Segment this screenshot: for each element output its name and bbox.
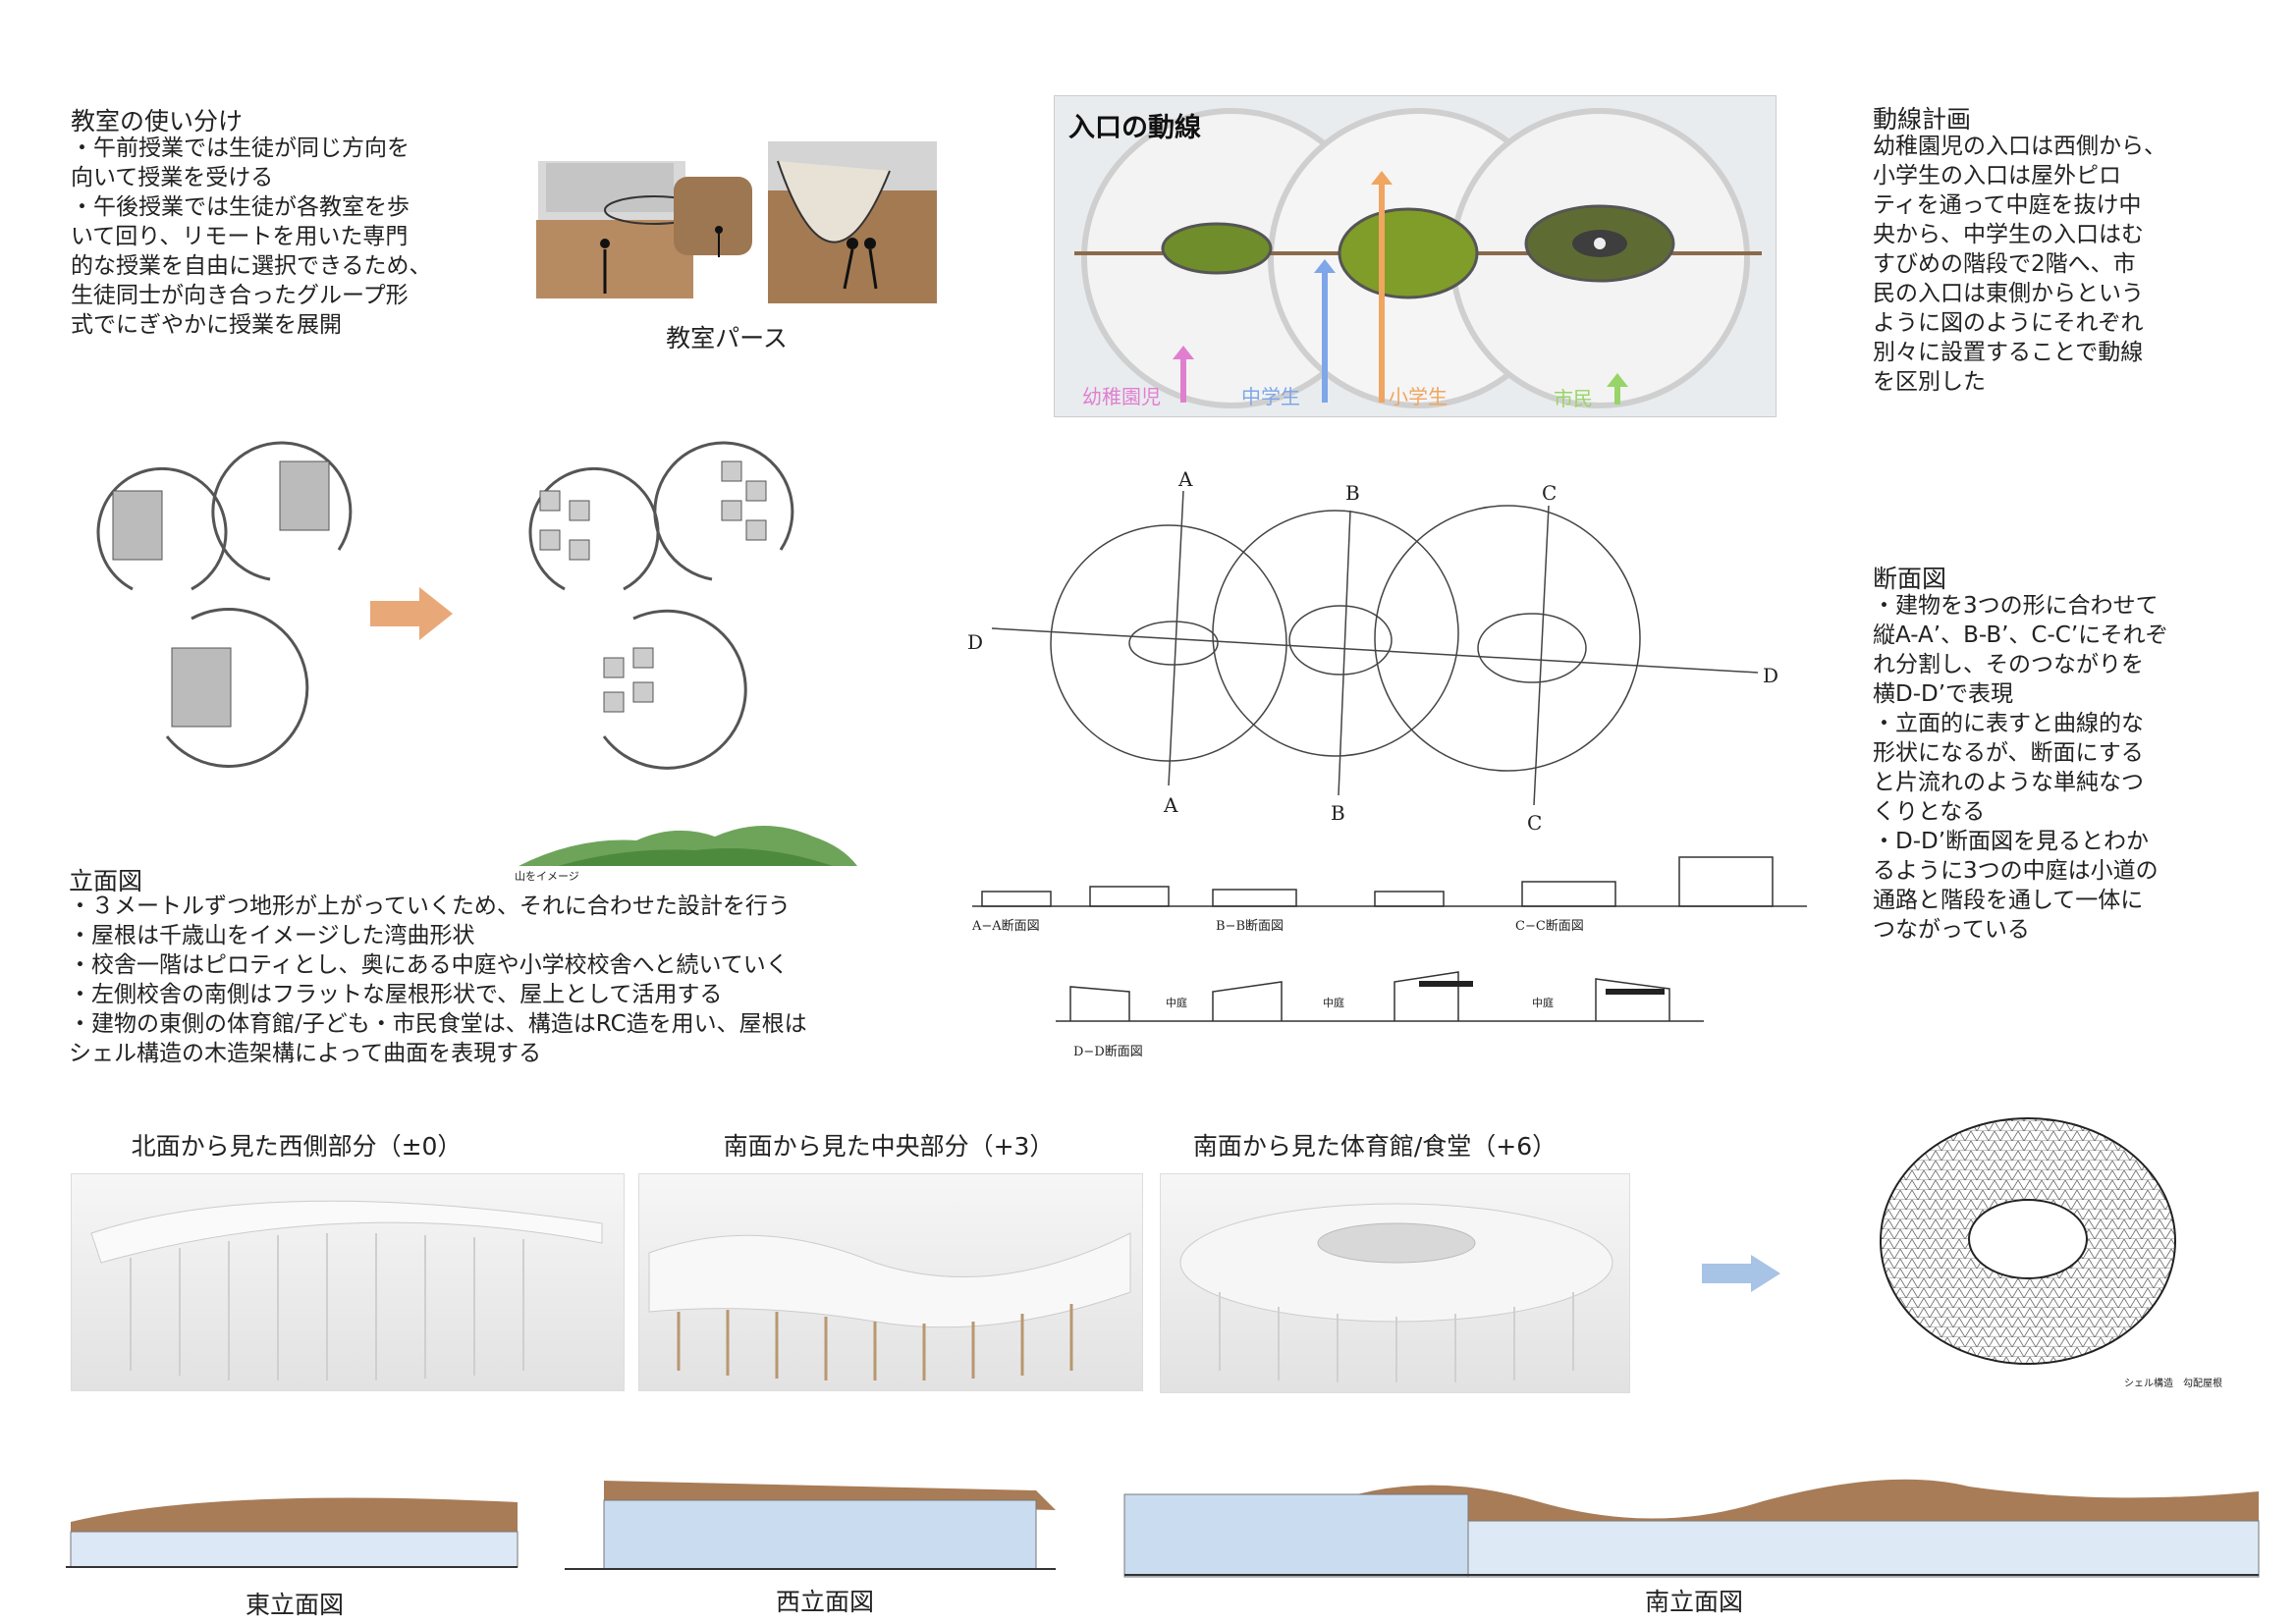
section-cc-label: C−C断面図 <box>1515 919 1584 934</box>
photo-west-caption: 北面から見た西側部分（±0） <box>131 1132 463 1161</box>
classroom-perspective <box>536 141 939 308</box>
east-elevation-drawing <box>66 1492 519 1571</box>
arrow-up-icon <box>1322 269 1328 403</box>
photo-gym-caption: 南面から見た体育館/食堂（+6） <box>1192 1132 1558 1161</box>
circulation-body: 幼稚園児の入口は西側から、 小学生の入口は屋外ピロ ティを通って中庭を抜け中 央… <box>1873 134 2166 395</box>
cut-label-a-bottom: A <box>1164 793 1178 817</box>
arrow-up-icon <box>1379 181 1385 403</box>
west-elevation-caption: 西立面図 <box>775 1588 874 1616</box>
cut-label-a-top: A <box>1178 467 1193 491</box>
entrance-label-junior-high: 中学生 <box>1241 385 1300 408</box>
section-abc-drawing <box>972 852 1807 911</box>
arrow-head-icon <box>1314 259 1336 273</box>
west-elevation-drawing <box>565 1481 1056 1571</box>
section-dd-label: D−D断面図 <box>1073 1045 1143 1059</box>
classroom-layout-afternoon <box>496 432 820 770</box>
classroom-layout-morning <box>74 432 368 768</box>
entrance-label-kindergarten: 幼稚園児 <box>1082 385 1161 408</box>
cut-label-c-bottom: C <box>1527 811 1543 835</box>
cut-label-d-left: D <box>967 630 984 654</box>
east-elevation-caption: 東立面図 <box>245 1591 344 1619</box>
perspective-caption: 教室パース <box>666 324 788 352</box>
model-photo-center <box>638 1173 1143 1391</box>
arrow-right-icon <box>1702 1264 1751 1283</box>
entrance-label-citizen: 市民 <box>1554 387 1593 410</box>
entrance-label-elementary: 小学生 <box>1389 385 1448 408</box>
section-key-plan: A A B B C C D D <box>962 461 1787 835</box>
arrow-head-icon <box>1173 346 1194 359</box>
arrow-head-icon <box>419 587 453 640</box>
elevation-title: 立面図 <box>69 867 143 895</box>
cut-label-b-bottom: B <box>1331 801 1345 825</box>
shell-caption: シェル構造 勾配屋根 <box>2124 1379 2222 1389</box>
shell-roof-plan <box>1871 1111 2185 1372</box>
south-elevation-drawing <box>1123 1467 2260 1578</box>
mountain-image <box>519 817 857 866</box>
photo-center-caption: 南面から見た中央部分（+3） <box>723 1132 1055 1161</box>
classroom-body: ・午前授業では生徒が同じ方向を 向いて授業を受ける ・午後授業では生徒が各教室を… <box>71 135 432 338</box>
courtyard-label: 中庭 <box>1323 997 1344 1009</box>
circulation-title: 動線計画 <box>1873 105 1972 134</box>
cut-label-c-top: C <box>1542 481 1558 505</box>
section-aa-label: A−A断面図 <box>972 919 1040 934</box>
model-photo-gym <box>1160 1173 1630 1393</box>
arrow-head-icon <box>1371 171 1393 185</box>
entrance-title: 入口の動線 <box>1068 113 1201 143</box>
arrow-up-icon <box>1614 383 1620 405</box>
courtyard-label: 中庭 <box>1532 997 1554 1009</box>
arrow-head-icon <box>1751 1255 1780 1292</box>
mountain-caption: 山をイメージ <box>515 870 579 883</box>
arrow-head-icon <box>1607 373 1628 387</box>
classroom-title: 教室の使い分け <box>71 107 244 135</box>
entrance-photo: 入口の動線 幼稚園児 中学生 小学生 市民 <box>1054 95 1777 417</box>
arrow-up-icon <box>1180 353 1186 403</box>
section-title: 断面図 <box>1873 565 1947 593</box>
cut-label-d-right: D <box>1763 664 1779 687</box>
courtyard-label: 中庭 <box>1166 997 1187 1009</box>
section-dd-drawing: 中庭 中庭 中庭 <box>1056 967 1704 1026</box>
section-body: ・建物を3つの形に合わせて 縦A-A’、B-B’、C-C’にそれぞ れ分割し、そ… <box>1873 593 2168 943</box>
elevation-body: ・３メートルずつ地形が上がっていくため、それに合わせた設計を行う ・屋根は千歳山… <box>69 893 807 1066</box>
section-bb-label: B−B断面図 <box>1216 919 1284 934</box>
cut-label-b-top: B <box>1345 481 1360 505</box>
south-elevation-caption: 南立面図 <box>1644 1588 1743 1616</box>
model-photo-west <box>71 1173 625 1391</box>
arrow-right-icon <box>370 601 419 626</box>
